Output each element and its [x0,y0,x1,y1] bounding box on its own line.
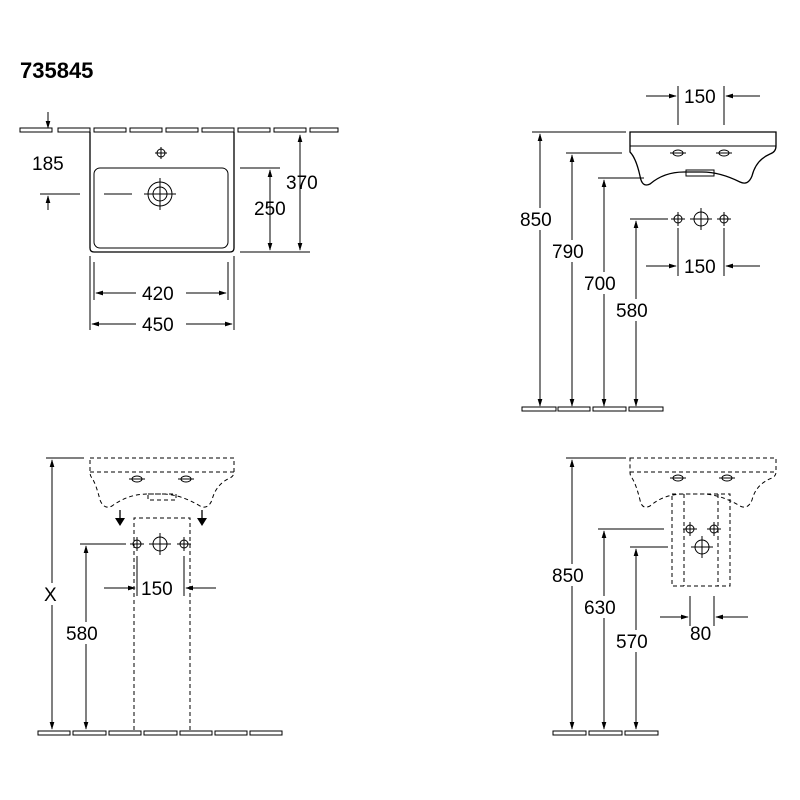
semi-pedestal-outline [671,493,731,587]
dim-height-supply: 580 [616,301,648,322]
dim-height-outlet: 700 [584,274,616,295]
floor-line [37,730,283,736]
top-view: 185 370 250 420 450 [19,112,339,336]
wall-line [19,127,339,133]
dim-pedestal-supply-height: 580 [66,624,98,645]
pedestal-outline [133,517,191,730]
dim-semi-height-rim: 850 [552,566,584,587]
dim-height-overflow: 790 [552,242,584,263]
basin-dashed-outline [629,457,777,508]
dim-height-rim: 850 [520,210,552,231]
dim-supply-spacing: 150 [684,257,716,278]
dim-width-outer: 450 [142,315,174,336]
dim-pedestal-supply-spacing: 150 [141,579,173,600]
floor-line [552,730,659,736]
waste-outlet-icon [149,533,171,555]
semi-pedestal-view: 80 850 630 570 [550,457,777,736]
mounting-arrow-left-icon [115,510,125,526]
supply-left-icon [130,537,144,551]
tap-hole-right-icon [716,149,732,157]
dim-depth-inner: 250 [254,199,286,220]
supply-right-icon [177,537,191,551]
mounting-arrow-right-icon [197,510,207,526]
bowl-outline [93,167,229,249]
supply-left-icon [683,522,697,536]
tap-hole-left-icon [670,149,686,157]
dim-semi-height-waste: 630 [584,598,616,619]
dim-width-inner: 420 [142,284,174,305]
waste-outlet-icon [691,536,713,558]
dim-wall-offset: 185 [32,154,64,175]
supply-right-icon [707,522,721,536]
dim-semi-supply-spacing: 80 [690,624,711,645]
floor-line [521,406,664,412]
dim-variable-height: X [44,585,57,606]
pedestal-view: 150 X 580 [37,457,283,736]
supply-right-icon [717,212,731,226]
basin-front-profile [629,131,777,186]
product-number: 735845 [20,58,93,83]
drain-icon [104,178,176,210]
dim-tap-spacing-top: 150 [684,87,716,108]
tap-hole-icon [155,147,167,159]
side-view: 150 1 [518,86,777,412]
dim-semi-height-supply: 570 [616,632,648,653]
basin-outline [89,132,235,253]
supply-left-icon [671,212,685,226]
dim-depth-outer: 370 [286,173,318,194]
basin-dashed-outline [89,457,235,508]
waste-outlet-icon [690,208,712,230]
